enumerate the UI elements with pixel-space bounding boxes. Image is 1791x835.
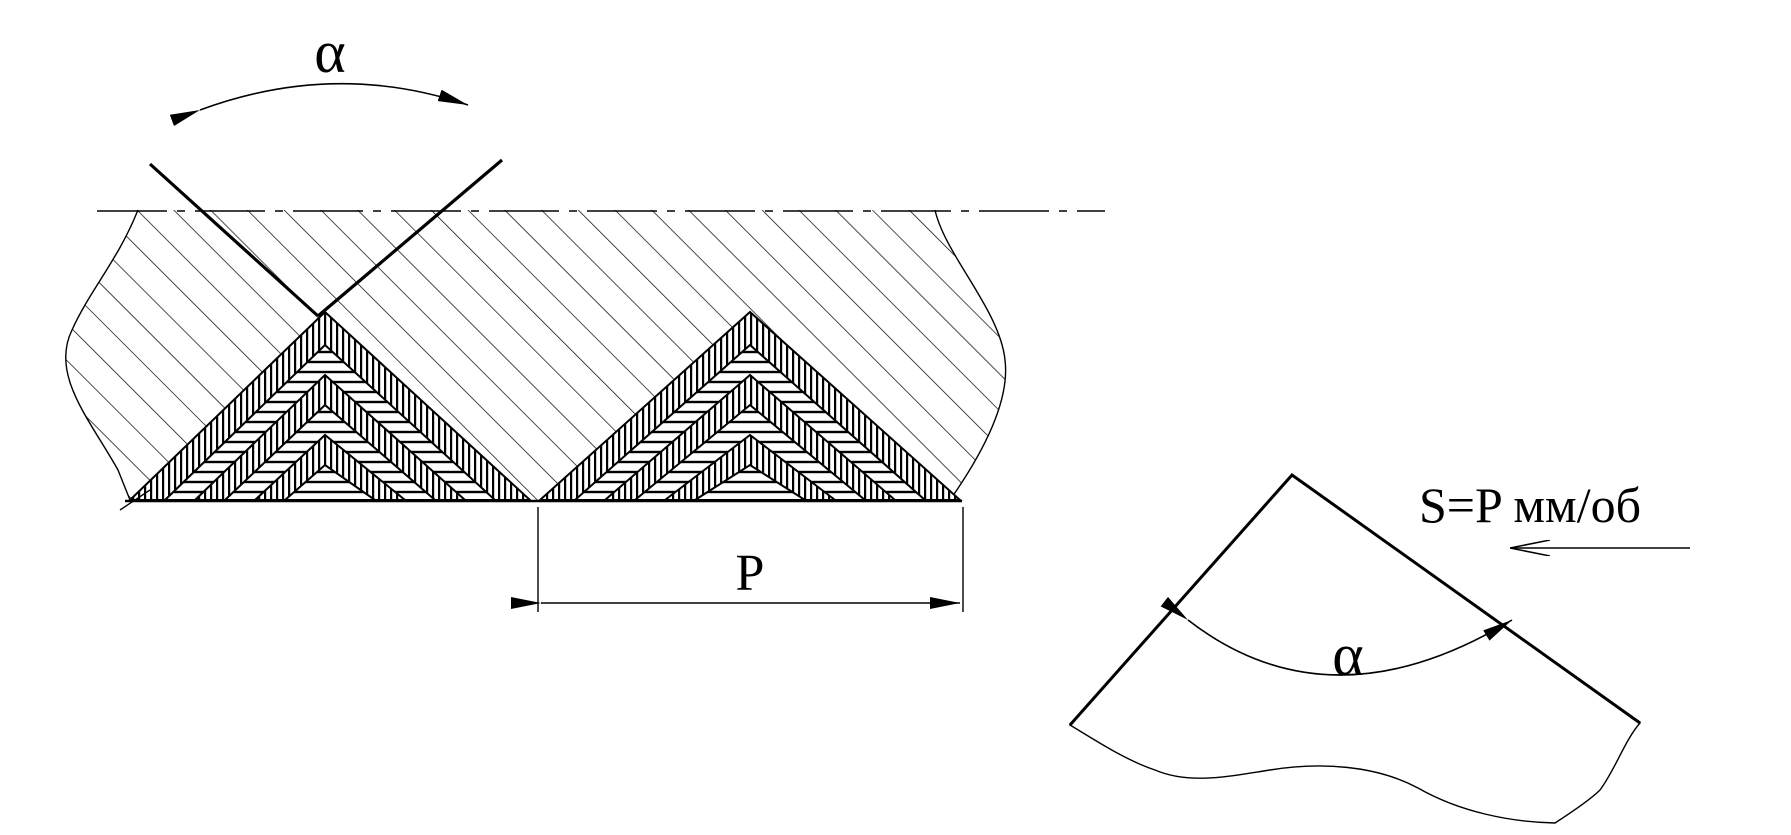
feed-label: S=P мм/об	[1419, 477, 1641, 533]
angle-arc-tool	[1160, 596, 1513, 676]
thread-base-tick	[119, 489, 151, 511]
pitch-dimension	[511, 507, 964, 612]
alpha-label-tool: α	[1332, 622, 1363, 688]
alpha-label-top: α	[314, 19, 345, 85]
pitch-label: P	[736, 545, 765, 602]
cutting-tool	[1068, 472, 1642, 824]
thread-tooth-2	[537, 310, 963, 501]
angle-arc-top	[169, 82, 469, 127]
thread-angle-lines	[148, 158, 504, 318]
